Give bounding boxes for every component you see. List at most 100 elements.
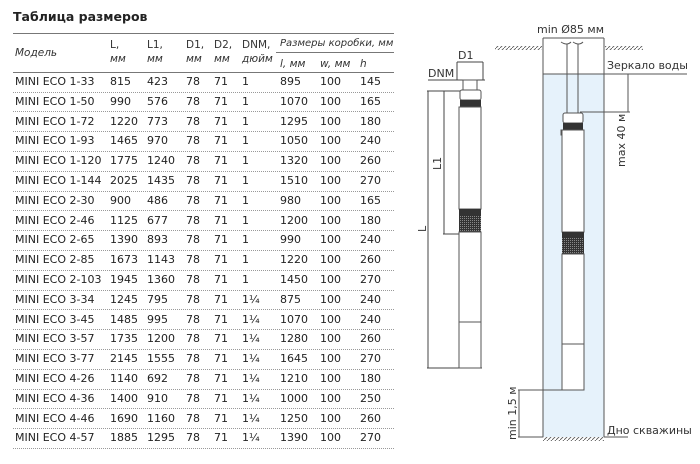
cell-l: 1945 [110,273,138,286]
cell-l: 990 [110,94,131,108]
cell-d2: 71 [214,332,228,346]
cell-box-h: 270 [360,174,381,187]
cell-l: 1775 [110,154,138,168]
cell-box-w: 100 [320,114,341,128]
cell-l1: 1295 [147,431,175,445]
cell-l1: 1160 [147,411,175,425]
cell-box-h: 250 [360,391,381,405]
cell-model: MINI ECO 2-103 [15,273,102,286]
cell-l: 1673 [110,253,138,267]
cell-d1: 78 [186,292,200,306]
cell-box-w: 100 [320,372,341,385]
cell-box-w: 100 [320,174,341,187]
cell-dnm: 1¼ [242,352,260,366]
cell-d1: 78 [186,233,200,247]
cell-box-l: 990 [280,233,301,247]
header-box-l: l, мм [280,58,306,70]
cell-box-l: 1280 [280,332,308,346]
cell-box-h: 145 [360,75,381,88]
cell-l: 815 [110,75,131,88]
cell-dnm: 1¼ [242,411,260,425]
cell-box-w: 100 [320,154,341,168]
header-L: L, мм [110,38,126,66]
cell-l1: 1200 [147,332,175,346]
cell-d2: 71 [214,94,228,108]
cell-d2: 71 [214,312,228,326]
cell-model: MINI ECO 4-46 [15,411,95,425]
min-diameter-label: min Ø85 мм [537,23,604,36]
header-D2-unit: мм [214,53,230,65]
cell-l1: 1240 [147,154,175,168]
cell-box-w: 100 [320,253,341,267]
cell-dnm: 1 [242,273,249,286]
header-L-unit: мм [110,53,126,65]
cell-box-h: 270 [360,431,381,445]
l-label: L [416,225,429,232]
cell-d2: 71 [214,134,228,148]
cell-box-l: 1295 [280,114,308,128]
cell-box-h: 270 [360,273,381,286]
cell-model: MINI ECO 3-45 [15,312,95,326]
cell-l: 1390 [110,233,138,247]
cell-box-h: 180 [360,213,381,227]
l1-label: L1 [431,157,444,170]
bottom-hatch [543,437,604,441]
cell-box-l: 1070 [280,94,308,108]
cell-l1: 1555 [147,352,175,366]
dnm-label: DNM [428,67,454,80]
cell-l: 1220 [110,114,138,128]
cell-d2: 71 [214,233,228,247]
cell-l1: 677 [147,213,168,227]
cell-model: MINI ECO 1-93 [15,134,95,148]
cell-dnm: 1 [242,253,249,267]
cell-box-l: 1645 [280,352,308,366]
cell-l1: 773 [147,114,168,128]
cell-box-w: 100 [320,292,341,306]
header-box: Размеры коробки, мм [280,38,394,49]
cell-d2: 71 [214,213,228,227]
header-D1-unit: мм [186,53,202,65]
cell-box-w: 100 [320,332,341,346]
header-L-name: L, [110,39,120,51]
cell-l: 1245 [110,292,138,306]
cell-box-w: 100 [320,233,341,247]
cell-d1: 78 [186,154,200,168]
cell-d2: 71 [214,154,228,168]
cell-l: 1400 [110,391,138,405]
cell-dnm: 1¼ [242,312,260,326]
cell-box-l: 1210 [280,372,308,385]
cell-d2: 71 [214,352,228,366]
cell-d2: 71 [214,253,228,267]
cell-d1: 78 [186,75,200,88]
cell-d2: 71 [214,114,228,128]
cell-l1: 576 [147,94,168,108]
cell-box-l: 1390 [280,431,308,445]
cell-box-h: 180 [360,114,381,128]
cell-d1: 78 [186,411,200,425]
well-drawing: min Ø85 мм Зеркало воды max 40 м min 1,5… [495,23,692,441]
well-bottom-label: Дно скважины [607,424,692,437]
cell-l1: 486 [147,193,168,207]
cell-dnm: 1¼ [242,391,260,405]
cell-box-l: 1510 [280,174,308,187]
ground-hatch [605,46,643,50]
cell-l: 2025 [110,174,138,187]
cell-box-h: 240 [360,233,381,247]
cell-box-l: 1200 [280,213,308,227]
cell-dnm: 1 [242,94,249,108]
cell-l1: 893 [147,233,168,247]
cell-l: 1140 [110,372,138,385]
cell-d1: 78 [186,174,200,187]
cell-d1: 78 [186,193,200,207]
